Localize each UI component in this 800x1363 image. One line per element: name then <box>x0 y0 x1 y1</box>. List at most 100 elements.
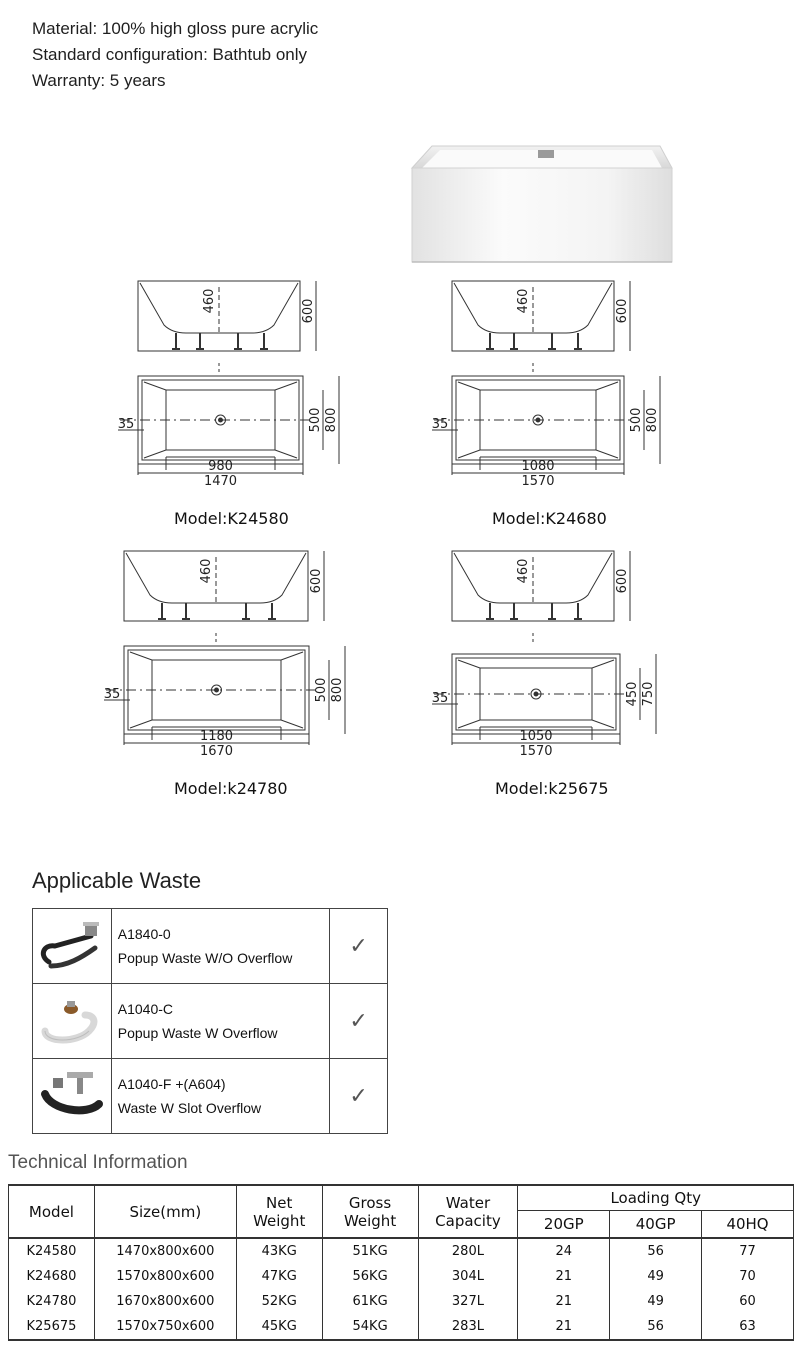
inner-length-label: 1180 <box>200 729 233 744</box>
table-cell: K24680 <box>8 1264 95 1289</box>
table-header-row: Model Size(mm) Net Weight Gross Weight W… <box>8 1184 794 1239</box>
inner-width-label: 500 <box>629 408 644 433</box>
table-cell: 56 <box>609 1314 703 1341</box>
inner-length-label: 1080 <box>521 459 554 474</box>
table-cell: 47KG <box>235 1264 323 1289</box>
model-label-k25675: Model:k25675 <box>495 779 609 798</box>
depth-label: 460 <box>202 289 217 314</box>
outer-length-label: 1470 <box>204 474 237 489</box>
table-cell: 304L <box>417 1264 519 1289</box>
table-cell: 283L <box>417 1314 519 1341</box>
waste-table: A1840-0 Popup Waste W/O Overflow ✓ A1040… <box>32 908 388 1134</box>
corner-line <box>457 719 481 729</box>
table-cell: 45KG <box>235 1314 323 1341</box>
side-elevation-outline <box>123 550 309 622</box>
table-cell: 51KG <box>321 1238 419 1264</box>
table-row: A1040-F +(A604) Waste W Slot Overflow ✓ <box>32 1058 388 1134</box>
applicable-waste-title: Applicable Waste <box>32 868 202 893</box>
table-cell: 49 <box>609 1289 703 1314</box>
corner-line <box>591 659 615 669</box>
corner-line <box>129 719 153 729</box>
drain-mark <box>215 414 226 426</box>
check-icon: ✓ <box>349 1008 368 1034</box>
check-icon: ✓ <box>349 933 368 959</box>
corner-line <box>143 449 167 459</box>
depth-label: 460 <box>516 559 531 584</box>
side-elevation-outline <box>137 280 301 352</box>
corner-line <box>595 381 619 391</box>
table-cell: 1670x800x600 <box>93 1289 237 1314</box>
waste-name: Popup Waste W/O Overflow <box>117 950 293 966</box>
header-20gp: 20GP <box>517 1210 611 1239</box>
table-cell: 70 <box>701 1264 794 1289</box>
table-cell: 1570x750x600 <box>93 1314 237 1341</box>
table-cell: 77 <box>701 1238 794 1264</box>
table-cell: 60 <box>701 1289 794 1314</box>
outer-width-label: 800 <box>330 678 345 703</box>
table-cell: 49 <box>609 1264 703 1289</box>
table-cell: K24580 <box>8 1238 95 1264</box>
rim-label: 35 <box>104 687 121 702</box>
corner-line <box>143 381 167 391</box>
header-water-capacity: Water Capacity <box>417 1184 519 1239</box>
white-hose-waste-icon <box>41 1001 98 1044</box>
table-cell: 1570x800x600 <box>93 1264 237 1289</box>
header-net-weight: Net Weight <box>235 1184 323 1239</box>
drain-mark <box>218 417 223 423</box>
table-row: A1840-0 Popup Waste W/O Overflow ✓ <box>32 908 388 984</box>
table-cell: 56 <box>609 1238 703 1264</box>
drain-mark <box>532 414 544 426</box>
black-hose-waste-icon <box>40 922 99 969</box>
table-cell: 52KG <box>235 1289 323 1314</box>
table-row: A1040-C Popup Waste W Overflow ✓ <box>32 983 388 1059</box>
height-label: 600 <box>301 299 316 324</box>
table-cell: K25675 <box>8 1314 95 1341</box>
inner-width-label: 500 <box>314 678 329 703</box>
table-cell: 24 <box>517 1238 611 1264</box>
tub-profile <box>125 552 307 604</box>
waste-name: Waste W Slot Overflow <box>117 1100 262 1116</box>
outer-length-label: 1570 <box>521 474 554 489</box>
technical-information-title: Technical Information <box>8 1152 188 1173</box>
check-icon: ✓ <box>349 1083 368 1109</box>
outer-length-label: 1570 <box>519 744 552 759</box>
model-label-k24680: Model:K24680 <box>492 509 607 528</box>
corner-line <box>457 381 481 391</box>
tub-profile <box>453 552 613 604</box>
rim-label: 35 <box>118 417 135 432</box>
side-elevation-outline <box>451 550 615 622</box>
table-cell: K24780 <box>8 1289 95 1314</box>
drain-mark <box>214 687 219 693</box>
table-cell: 1470x800x600 <box>93 1238 237 1264</box>
side-elevation-outline <box>451 280 615 352</box>
drain-mark <box>211 684 222 696</box>
table-cell: 280L <box>417 1238 519 1264</box>
inner-width-label: 450 <box>625 682 640 707</box>
height-label: 600 <box>615 569 630 594</box>
table-cell: 61KG <box>321 1289 419 1314</box>
corner-line <box>591 719 615 729</box>
table-cell: 21 <box>517 1289 611 1314</box>
depth-label: 460 <box>516 289 531 314</box>
header-size: Size(mm) <box>93 1184 237 1239</box>
waste-code: A1840-0 <box>117 926 171 942</box>
inner-width-label: 500 <box>308 408 323 433</box>
outer-width-label: 800 <box>324 408 339 433</box>
header-model: Model <box>8 1184 95 1239</box>
spec-config: Standard configuration: Bathtub only <box>32 45 308 64</box>
corner-line <box>274 449 298 459</box>
tub-profile <box>139 282 299 334</box>
inner-length-label: 980 <box>208 459 233 474</box>
header-40hq: 40HQ <box>701 1210 794 1239</box>
inner-length-label: 1050 <box>519 729 552 744</box>
corner-line <box>280 651 304 661</box>
